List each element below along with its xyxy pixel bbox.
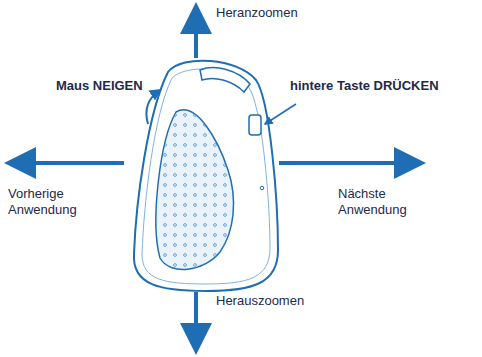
direction-label: Herauszoomen: [216, 293, 304, 309]
action-label: hintere Taste DRÜCKEN: [290, 78, 439, 94]
direction-arrows: [12, 10, 418, 347]
direction-label: Vorherige Anwendung: [8, 186, 103, 218]
action-label: Maus NEIGEN: [56, 78, 143, 94]
mouse-body: [134, 61, 278, 291]
direction-label: Heranzoomen: [216, 5, 298, 21]
direction-label: Nächste Anwendung: [338, 186, 433, 218]
leader-line: [265, 104, 296, 124]
tilt-arrow: [147, 90, 161, 124]
